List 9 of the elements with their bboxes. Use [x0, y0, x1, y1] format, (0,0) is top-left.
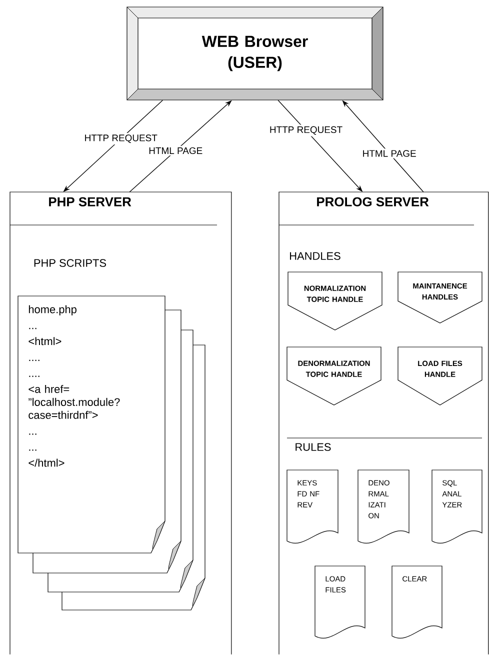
section-label: RULES	[296, 443, 331, 451]
section-label: PHP SCRIPTS	[34, 259, 106, 267]
browser-box: WEB Browser (USER)	[126, 6, 384, 100]
document-stack: home.php ... <html> .... .... <a href= ”localhost.module? case=thirdnf”> ... ... </html>	[18, 296, 206, 610]
edge-label: HTTP REQUEST	[82, 133, 159, 144]
section-label: HANDLES	[290, 252, 340, 260]
edge-label: HTTP REQUEST	[268, 124, 344, 136]
edge-label: HTML PAGE	[360, 148, 418, 158]
edge-label: HTML PAGE	[147, 146, 204, 156]
